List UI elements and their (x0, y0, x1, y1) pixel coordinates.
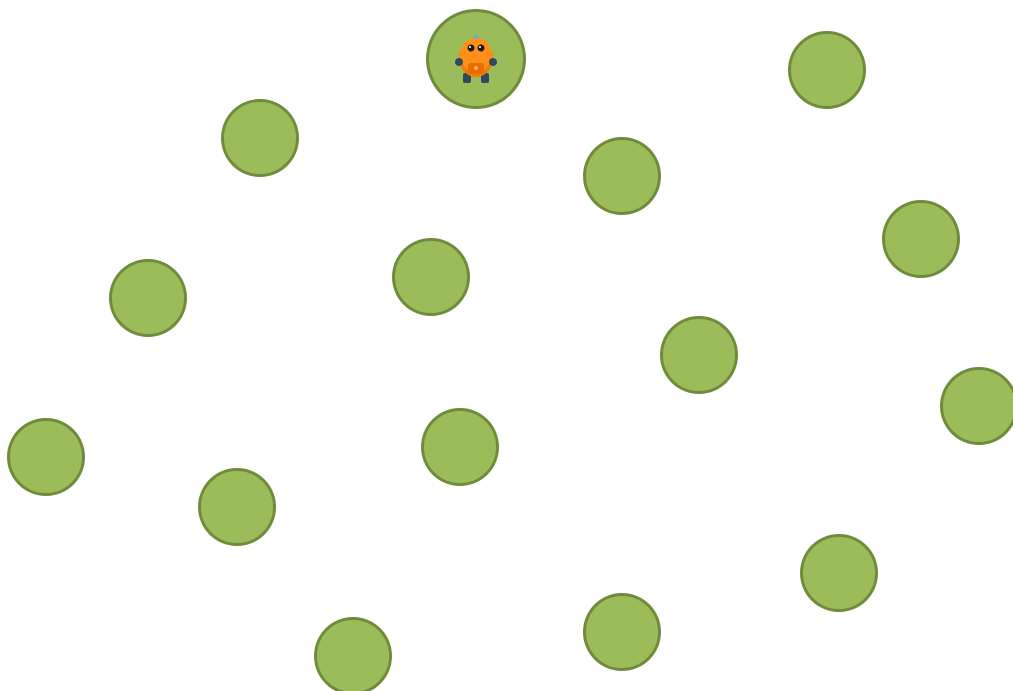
lily-pad-current[interactable] (426, 9, 526, 109)
orange-robot-icon (446, 24, 506, 94)
lily-pad[interactable] (198, 468, 276, 546)
lily-pad[interactable] (583, 137, 661, 215)
lily-pad[interactable] (314, 617, 392, 691)
lily-pad[interactable] (583, 593, 661, 671)
lily-pad[interactable] (788, 31, 866, 109)
lily-pad[interactable] (221, 99, 299, 177)
lily-pad[interactable] (660, 316, 738, 394)
lily-pad[interactable] (421, 408, 499, 486)
lily-pad[interactable] (882, 200, 960, 278)
lily-pad[interactable] (7, 418, 85, 496)
lily-pad[interactable] (800, 534, 878, 612)
lily-pad[interactable] (392, 238, 470, 316)
lily-pad[interactable] (940, 367, 1013, 445)
lily-pad[interactable] (109, 259, 187, 337)
